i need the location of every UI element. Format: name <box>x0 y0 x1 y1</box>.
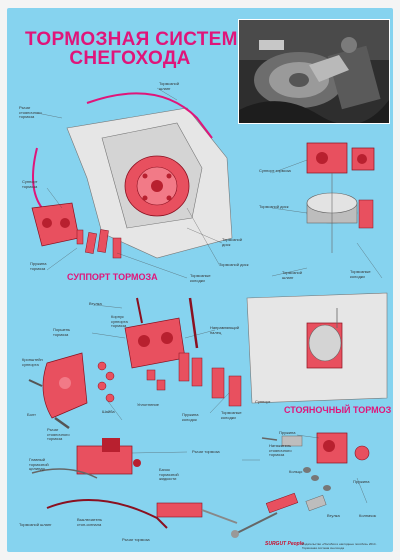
poster: ТОРМОЗНАЯ СИСТЕМА СНЕГОХОДА <box>7 8 393 552</box>
label-pads-b: Тормозные колодки <box>221 410 242 420</box>
label-cap: Колпачок <box>359 513 377 518</box>
label-reservoir: Бачок тормозной жидкости <box>159 467 179 482</box>
label-o-ring: Кольцо <box>289 469 303 474</box>
title-line-2: СНЕГОХОДА <box>69 48 191 69</box>
label-bracket-a: Кронштейн суппорта <box>22 357 43 367</box>
pads-top <box>76 229 122 259</box>
label-cable-top: Тормозной шланг <box>159 81 180 91</box>
brake-photo <box>238 19 390 124</box>
label-bolt-b: Болт <box>27 412 36 417</box>
label-fixed-pads: Тормозные колодки <box>350 269 371 279</box>
label-piston-a: Поршень тормоза <box>53 327 71 337</box>
page-title: ТОРМОЗНАЯ СИСТЕМА СНЕГОХОДА <box>25 29 252 69</box>
label-lever-bottom: Рычаг тормоза <box>122 537 150 542</box>
label-washer-a: Шайба <box>102 409 115 414</box>
brake-hose <box>86 92 213 139</box>
label-lever-main: Рычаг тормоза <box>192 449 220 454</box>
label-cable-b: Тормозной шланг <box>282 270 303 280</box>
label-spring-b: Пружина колодок <box>182 412 199 422</box>
label-mount-a: Суппорт тормоза <box>259 168 291 173</box>
section-caliper: СУППОРТ ТОРМОЗА <box>67 272 158 282</box>
label-pads-a: Тормозные колодки <box>190 273 211 283</box>
parking-brake-top <box>306 142 375 253</box>
parking-brake-middle <box>246 292 388 404</box>
publisher-logo: SURGUT People <box>265 541 304 547</box>
parking-parts-bottom <box>231 432 370 538</box>
label-disc-c: Тормозной диск <box>219 262 249 267</box>
label-switch-a: Выключатель стоп-сигнала <box>77 517 103 527</box>
label-adjust: Натяжитель стояночного тормоза <box>269 443 292 458</box>
label-pin-a: Направляющий палец <box>210 325 240 335</box>
label-cylinder: Главный тормозной цилиндр <box>29 457 49 472</box>
leader-lines <box>36 87 383 504</box>
label-hose-a: Тормозной шланг <box>19 522 52 527</box>
label-disc-b: Тормозной диск <box>259 204 289 209</box>
label-bushing: Втулка <box>327 513 340 518</box>
footer-text: Издательство «Пособия и наглядные пособи… <box>302 542 378 550</box>
caliper-left <box>31 202 80 247</box>
label-caliper-body: Корпус суппорта тормоза <box>111 314 128 329</box>
label-disc-a: Тормозной диск <box>222 237 243 247</box>
label-spring-a: Пружина тормоза <box>30 261 47 271</box>
caliper-exploded <box>28 297 242 430</box>
label-bolt-a: Втулка <box>89 301 102 306</box>
title-line-1: ТОРМОЗНАЯ СИСТЕМА <box>25 29 252 50</box>
label-parking-lever: Рычаг стояночного тормоза <box>47 427 70 442</box>
label-seal-a: Уплотнение <box>137 402 159 407</box>
label-support: Суппорт <box>255 399 271 404</box>
label-caliper-a: Суппорт тормоза <box>22 179 38 189</box>
master-cylinder <box>31 438 238 529</box>
brake-disc-main <box>124 155 190 217</box>
label-lever-top: Рычаг стояночного тормоза <box>19 105 42 120</box>
label-spring-c: Пружина <box>279 430 296 435</box>
brake-photo-drawing <box>239 20 389 123</box>
diagram-canvas <box>28 87 388 538</box>
label-spring-d: Пружина <box>353 479 370 484</box>
section-parking: СТОЯНОЧНЫЙ ТОРМОЗ <box>284 405 392 415</box>
